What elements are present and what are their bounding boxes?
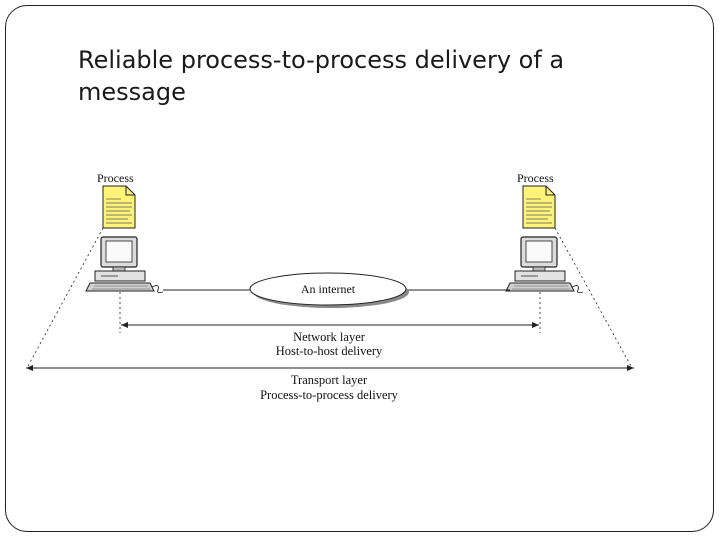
internet-label: An internet [301,282,356,296]
network-layer-span: Network layer Host-to-host delivery [121,322,539,358]
left-process-label: Process [97,171,134,185]
slide-title: Reliable process-to-process delivery of … [78,46,565,106]
right-computer-icon [505,236,584,294]
left-document-icon [102,185,136,229]
host-to-host-label: Host-to-host delivery [276,344,383,358]
right-process-label: Process [517,171,554,185]
right-host: Process [505,171,584,294]
network-layer-label: Network layer [293,330,366,344]
left-host: Process [85,171,164,294]
left-computer-icon [85,236,164,294]
internet-cloud: An internet [249,272,409,308]
transport-layer-span: Transport layer Process-to-process deliv… [26,365,634,402]
right-document-icon [522,185,556,229]
process-to-process-label: Process-to-process delivery [260,388,399,402]
scope-dashed-lines [26,227,633,369]
transport-layer-label: Transport layer [291,373,368,387]
